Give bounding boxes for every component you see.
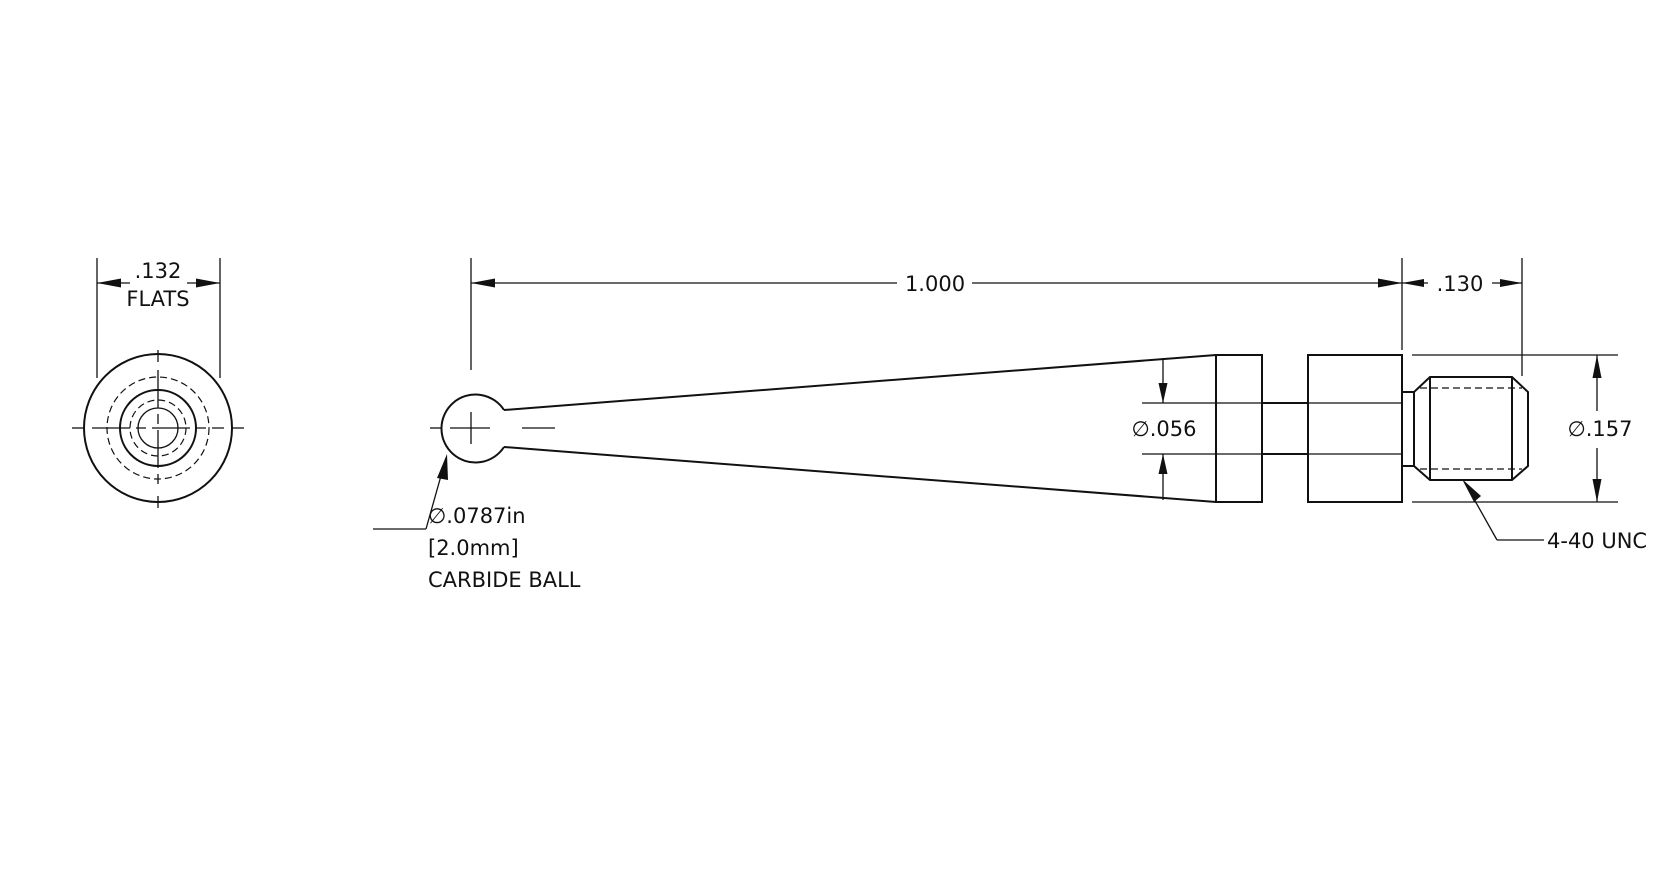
side-view: 1.000 .130 ∅.056 ∅.157 ∅.0787in [2.0mm] … (373, 258, 1647, 592)
taper-bottom-edge (503, 446, 1217, 503)
hex-body (1307, 354, 1403, 503)
arrowhead (1462, 479, 1481, 502)
arrowhead (1158, 454, 1168, 474)
arrowhead (1592, 479, 1602, 502)
arrowhead (1500, 279, 1522, 287)
ball-diameter-inch: ∅.0787in (428, 504, 526, 528)
ball-diameter-mm: [2.0mm] (428, 536, 519, 560)
threaded-stud (1413, 376, 1529, 481)
arrowhead (1158, 383, 1168, 403)
arrowhead (1592, 355, 1602, 378)
overall-length-dimension: 1.000 (905, 272, 965, 296)
thread-spec-label: 4-40 UNC (1547, 529, 1647, 553)
thread-length-dimension: .130 (1437, 272, 1484, 296)
arrowhead (1378, 278, 1402, 288)
arrowhead (471, 278, 495, 288)
arrowhead (437, 454, 448, 480)
arrowhead (196, 278, 220, 288)
tip-diameter-dimension: ∅.056 (1131, 417, 1196, 441)
arrowhead (1402, 279, 1424, 287)
arrowhead (97, 278, 121, 288)
ball-material-label: CARBIDE BALL (428, 568, 581, 592)
end-view: .132 FLATS (72, 258, 244, 508)
flats-dimension-label: FLATS (126, 287, 189, 311)
collar (1215, 354, 1263, 503)
taper-top-edge (503, 354, 1217, 411)
body-diameter-dimension: ∅.157 (1567, 417, 1632, 441)
flats-dimension-value: .132 (135, 259, 182, 283)
